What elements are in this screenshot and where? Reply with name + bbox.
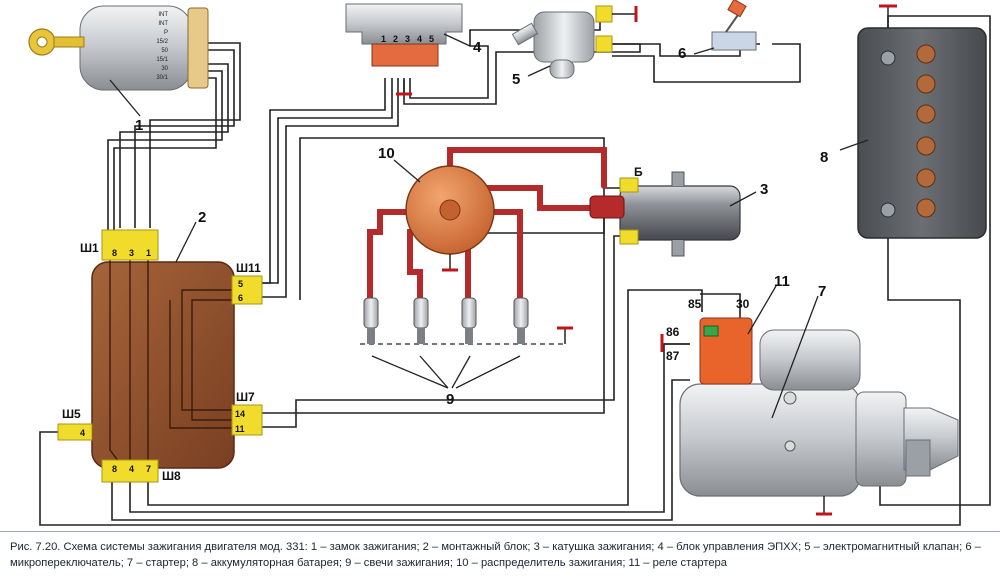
svg-text:2: 2 [393,34,398,44]
spark-plug-icon [363,297,379,344]
ground-icon [612,6,638,22]
svg-text:INT: INT [158,12,168,18]
svg-text:Ш1: Ш1 [80,241,99,255]
ground-icon [879,4,897,28]
battery: 8 [820,4,987,239]
svg-text:1: 1 [146,248,151,258]
ground-icon [660,334,690,352]
label-4: 4 [473,39,482,56]
distributor: 10 [367,145,607,303]
label-5: 5 [512,71,520,88]
starter-relay: 85 86 87 30 11 [660,273,790,385]
svg-text:5: 5 [238,279,243,289]
label-9: 9 [446,391,454,408]
label-6: 6 [678,45,686,62]
svg-text:8: 8 [112,464,117,474]
svg-text:Ш5: Ш5 [62,407,81,421]
starter: 7 [679,283,959,516]
svg-text:Ш7: Ш7 [236,390,255,404]
connector-sh11: 5 6 Ш11 [231,261,263,305]
spark-plug-icon [461,297,477,344]
svg-text:P: P [164,30,168,36]
spark-plugs: 9 [363,297,573,408]
svg-text:Ш11: Ш11 [236,261,261,275]
ignition-system-diagram: INT INT P 15/2 50 15/1 30 30/1 1 2 [28,0,991,526]
svg-text:Б: Б [634,165,643,179]
svg-text:86: 86 [666,325,680,339]
label-7: 7 [818,283,826,300]
svg-text:3: 3 [405,34,410,44]
svg-text:6: 6 [238,293,243,303]
label-11: 11 [774,273,790,290]
svg-text:14: 14 [235,409,245,419]
ignition-switch: INT INT P 15/2 50 15/1 30 30/1 1 [28,5,209,134]
svg-text:Ш8: Ш8 [162,469,181,483]
ecu-block: 1 2 3 4 5 4 [345,3,482,96]
svg-text:30/1: 30/1 [156,75,168,81]
svg-text:30: 30 [161,66,168,72]
spark-plug-icon [513,297,529,344]
connector-sh5: 4 Ш5 [57,407,93,441]
svg-text:15/1: 15/1 [156,57,168,63]
spark-plug-icon [413,297,429,344]
ground-icon [557,326,573,344]
ground-icon [396,80,412,96]
connector-sh1: 8 3 1 Ш1 [80,229,159,261]
ignition-coil: Б 3 [589,165,768,257]
solenoid-valve: 5 [511,5,638,88]
svg-text:1: 1 [381,34,386,44]
svg-text:15/2: 15/2 [156,39,168,45]
battery-caps [916,44,936,218]
label-10: 10 [378,145,395,162]
switch-terminal-labels: INT INT P 15/2 50 15/1 30 30/1 [156,12,168,81]
ground-icon [442,254,458,272]
label-2: 2 [198,209,206,226]
connector-sh8: 8 4 7 Ш8 [101,459,181,483]
svg-text:4: 4 [80,428,85,438]
key-icon [28,28,85,56]
svg-text:INT: INT [158,21,168,27]
microswitch: 6 [678,0,757,62]
svg-text:4: 4 [417,34,422,44]
svg-text:3: 3 [129,248,134,258]
svg-text:30: 30 [736,297,750,311]
mount-block: 2 [91,209,235,469]
svg-text:85: 85 [688,297,702,311]
svg-text:7: 7 [146,464,151,474]
label-3: 3 [760,181,768,198]
connector-sh7: 14 11 Ш7 [231,390,263,436]
figure-caption: Рис. 7.20. Схема системы зажигания двига… [0,531,1000,585]
label-1: 1 [135,117,143,134]
svg-text:5: 5 [429,34,434,44]
label-8: 8 [820,149,828,166]
svg-text:4: 4 [129,464,134,474]
svg-text:8: 8 [112,248,117,258]
ground-icon [816,496,832,516]
svg-text:87: 87 [666,349,680,363]
svg-text:50: 50 [161,48,168,54]
svg-text:11: 11 [235,424,245,434]
